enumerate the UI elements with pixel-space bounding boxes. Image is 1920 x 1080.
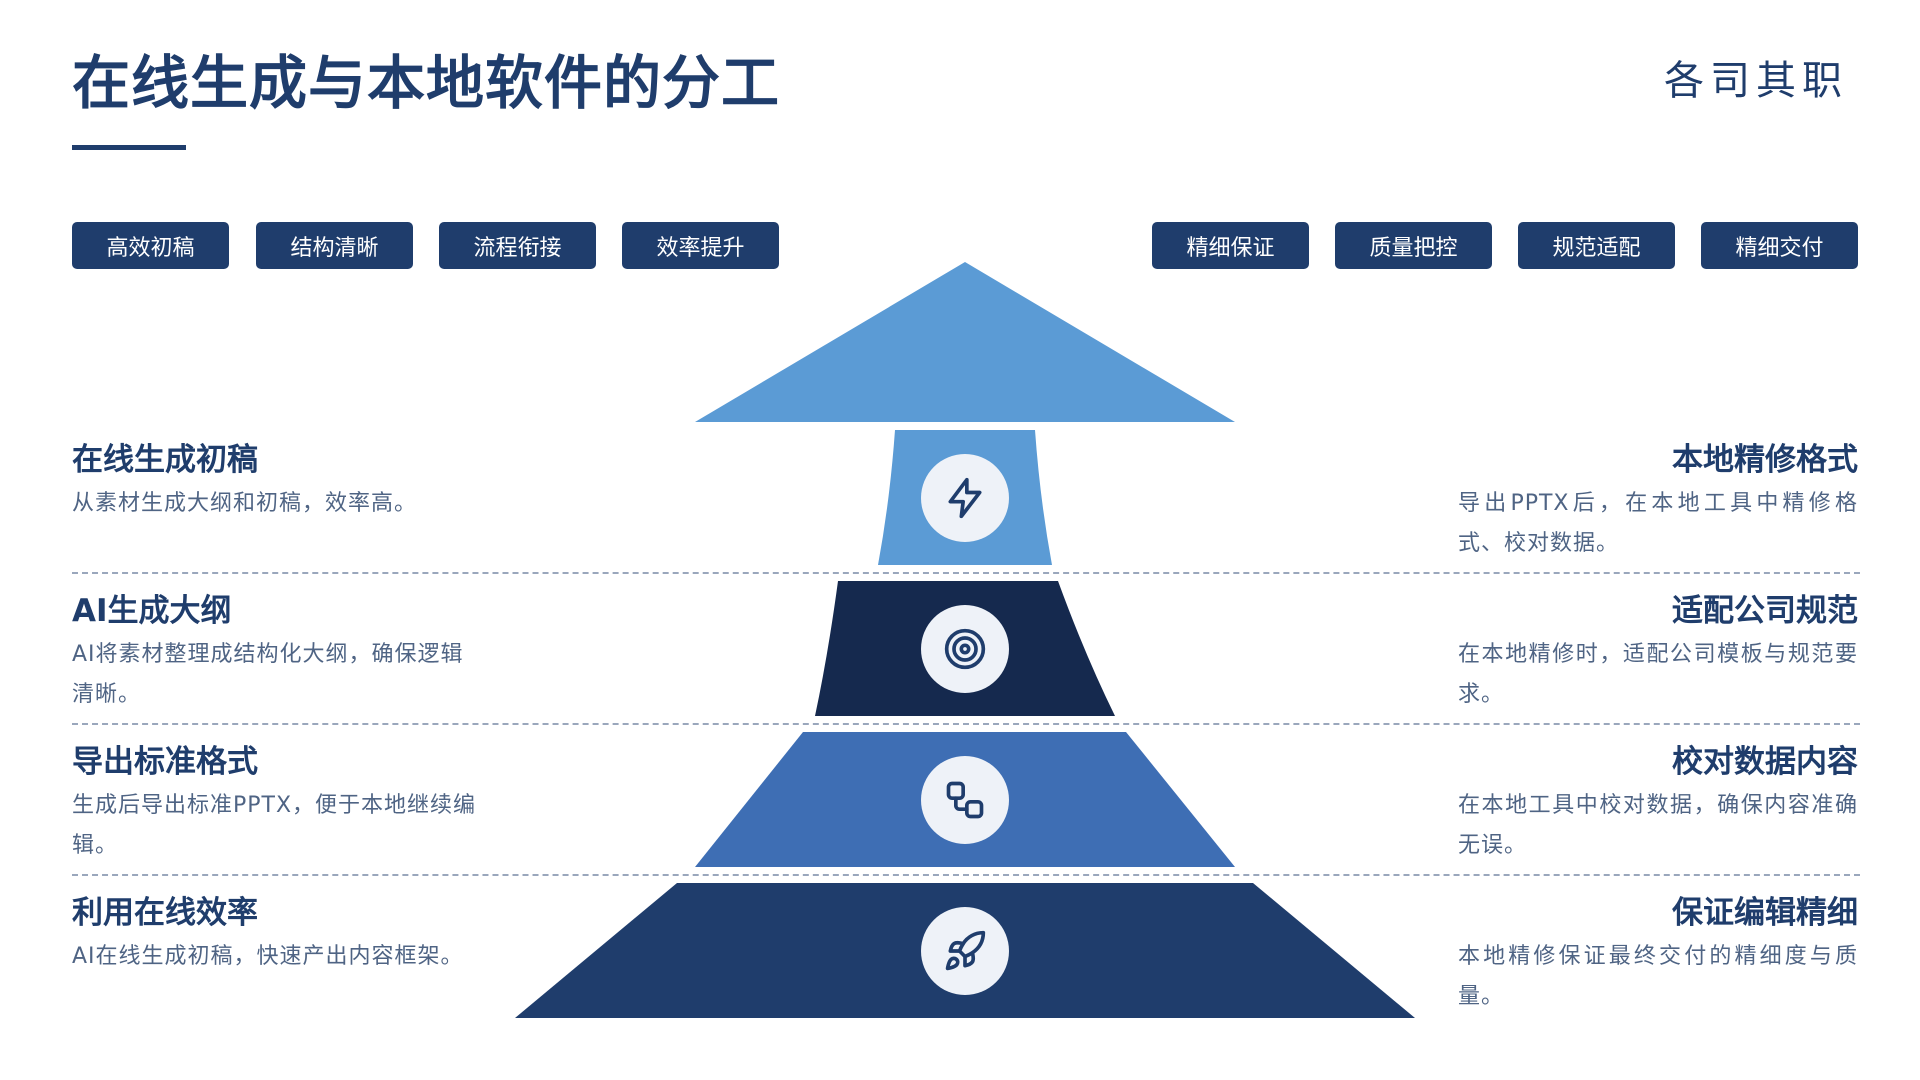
tag-left-1: 高效初稿 (72, 222, 229, 269)
tag-right-3: 规范适配 (1518, 222, 1675, 269)
row-divider-3 (72, 874, 1860, 876)
tag-right-4: 精细交付 (1701, 222, 1858, 269)
tag-left-4: 效率提升 (622, 222, 779, 269)
row-4-left-desc: AI在线生成初稿，快速产出内容框架。 (72, 944, 464, 969)
row-4-right-desc: 本地精修保证最终交付的精细度与质量。 (1458, 944, 1858, 1009)
workflow-icon (921, 756, 1009, 844)
title-underline (72, 145, 186, 150)
rocket-icon (921, 907, 1009, 995)
page-title: 在线生成与本地软件的分工 (72, 49, 781, 117)
row-divider-2 (72, 723, 1860, 725)
row-2-right-title: 适配公司规范 (1672, 593, 1858, 629)
row-divider-1 (72, 572, 1860, 574)
row-3-right-title: 校对数据内容 (1672, 744, 1858, 780)
tag-left-3: 流程衔接 (439, 222, 596, 269)
page-subtitle: 各司其职 (1664, 58, 1848, 104)
row-4-left-title: 利用在线效率 (72, 895, 258, 931)
row-1-left-title: 在线生成初稿 (72, 442, 258, 478)
row-1-left-desc: 从素材生成大纲和初稿，效率高。 (72, 491, 418, 516)
row-2-right-desc: 在本地精修时，适配公司模板与规范要求。 (1458, 642, 1858, 707)
tag-right-1: 精细保证 (1152, 222, 1309, 269)
row-2-left-desc: AI将素材整理成结构化大纲，确保逻辑清晰。 (72, 642, 464, 707)
row-3-left-desc: 生成后导出标准PPTX，便于本地继续编辑。 (72, 793, 477, 858)
tag-right-2: 质量把控 (1335, 222, 1492, 269)
row-1-right-desc: 导出PPTX后，在本地工具中精修格式、校对数据。 (1458, 491, 1858, 556)
row-3-right-desc: 在本地工具中校对数据，确保内容准确无误。 (1458, 793, 1858, 858)
pyramid-apex (695, 262, 1235, 422)
lightning-icon (921, 454, 1009, 542)
row-1-right-title: 本地精修格式 (1672, 442, 1858, 478)
row-3-left-title: 导出标准格式 (72, 744, 258, 780)
tag-left-2: 结构清晰 (256, 222, 413, 269)
row-4-right-title: 保证编辑精细 (1672, 895, 1858, 931)
target-icon (921, 605, 1009, 693)
row-2-left-title: AI生成大纲 (72, 593, 232, 629)
